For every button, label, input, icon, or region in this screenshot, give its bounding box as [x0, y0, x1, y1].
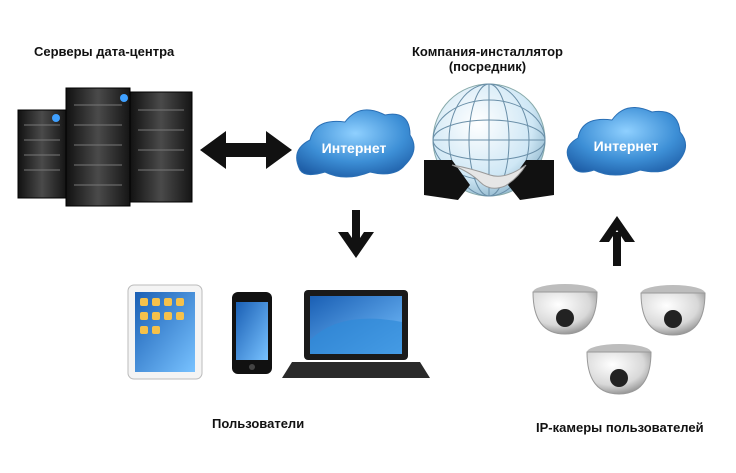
ip-cameras-label: IP-камеры пользователей — [536, 420, 704, 435]
users-label: Пользователи — [212, 416, 305, 431]
cloud-icon — [566, 107, 686, 176]
installer-label: Компания-инсталлятор (посредник) — [400, 44, 575, 74]
internet-label-right: Интернет — [593, 138, 659, 154]
installer-label-line2: (посредник) — [448, 59, 527, 74]
servers-label: Серверы дата-центра — [34, 44, 175, 59]
dome-camera-icon — [586, 344, 652, 395]
bidirectional-arrow-icon — [200, 131, 292, 169]
installer-label-line1: Компания-инсталлятор — [411, 44, 563, 59]
up-arrow-icon — [599, 216, 635, 266]
internet-label-left: Интернет — [321, 140, 387, 156]
server-rack-icon — [17, 87, 193, 207]
dome-camera-icon — [532, 284, 598, 335]
tablet-icon — [127, 284, 203, 380]
laptop-icon — [282, 290, 430, 378]
down-arrow-icon — [338, 210, 374, 258]
dome-camera-icon — [640, 285, 706, 336]
smartphone-icon — [232, 292, 272, 374]
globe-handshake-icon — [424, 83, 554, 200]
cloud-icon — [296, 109, 415, 178]
